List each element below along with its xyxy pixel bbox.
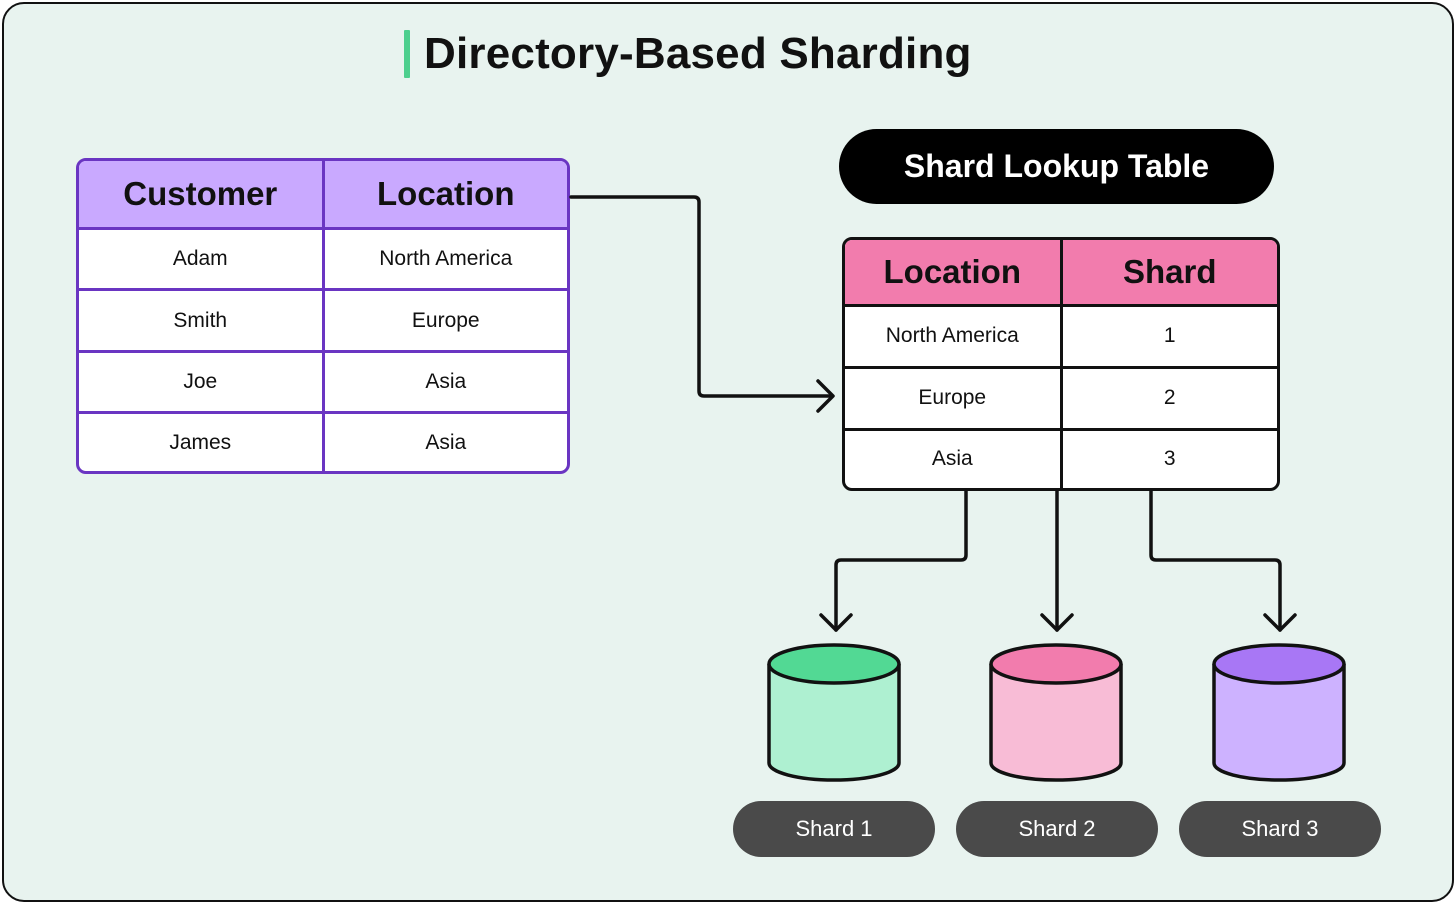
- customer-table: Customer Location Adam North America Smi…: [76, 158, 570, 474]
- arrowhead-to-shard-2: [1040, 613, 1074, 632]
- database-shard-3-icon: [1212, 643, 1346, 782]
- shard-label-3: Shard 3: [1179, 801, 1381, 857]
- lookup-table-title: Shard Lookup Table: [839, 129, 1274, 204]
- lookup-table-header: Location Shard: [845, 240, 1277, 307]
- table-row: Asia 3: [845, 427, 1277, 488]
- cell-customer: Smith: [79, 288, 325, 352]
- arrowhead-to-shard-3: [1263, 613, 1297, 632]
- table-row: Smith Europe: [79, 288, 567, 352]
- arrowhead-to-lookup: [816, 379, 835, 413]
- table-row: Joe Asia: [79, 349, 567, 413]
- table-row: Adam North America: [79, 228, 567, 290]
- table-row: North America 1: [845, 305, 1277, 368]
- shard-label-1: Shard 1: [733, 801, 935, 857]
- header-shard: Shard: [1061, 240, 1277, 307]
- shard-label-2: Shard 2: [956, 801, 1158, 857]
- lookup-table: Location Shard North America 1 Europe 2 …: [842, 237, 1280, 491]
- table-row: Europe 2: [845, 365, 1277, 430]
- header-customer: Customer: [79, 161, 325, 230]
- arrowhead-to-shard-1: [819, 613, 853, 632]
- cell-location: Asia: [323, 349, 567, 413]
- arrow-to-lookup: [569, 195, 834, 398]
- table-row: James Asia: [79, 411, 567, 471]
- cell-location: North America: [845, 305, 1063, 368]
- header-location: Location: [323, 161, 567, 230]
- cell-location: Asia: [845, 427, 1063, 488]
- cell-customer: Joe: [79, 349, 325, 413]
- cell-location: North America: [379, 247, 513, 271]
- database-shard-2-icon: [989, 643, 1123, 782]
- cell-location: Asia: [323, 411, 567, 471]
- customer-table-header: Customer Location: [79, 161, 567, 230]
- cell-customer: Adam: [79, 228, 325, 290]
- title-accent-bar: [404, 30, 410, 78]
- arrow-to-shard-3: [1149, 489, 1282, 632]
- cell-location: Europe: [323, 288, 567, 352]
- page-title: Directory-Based Sharding: [424, 29, 972, 78]
- title-block: Directory-Based Sharding: [404, 28, 972, 80]
- cell-shard: 1: [1163, 324, 1176, 348]
- cell-customer: James: [79, 411, 325, 471]
- cell-location: Europe: [845, 365, 1063, 430]
- arrow-to-shard-1: [834, 489, 968, 632]
- header-location: Location: [845, 240, 1063, 307]
- cell-shard: 3: [1061, 427, 1277, 488]
- cell-shard: 2: [1061, 365, 1277, 430]
- database-shard-1-icon: [767, 643, 901, 782]
